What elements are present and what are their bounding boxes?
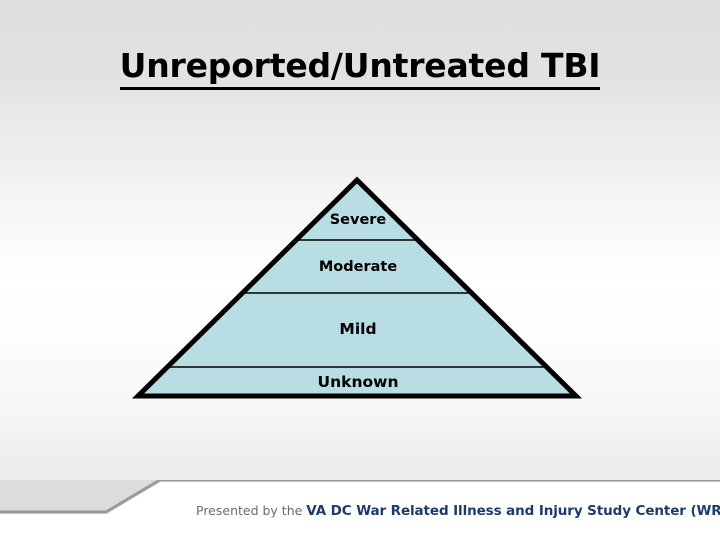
pyramid-tier-label-mild: Mild	[339, 320, 377, 338]
pyramid-outline	[131, 176, 583, 399]
footer-organization-text: VA DC War Related Illness and Injury Stu…	[306, 503, 720, 519]
pyramid-diagram: Severe Moderate Mild Unknown	[130, 172, 586, 406]
footer-shape	[0, 480, 720, 540]
page-title: Unreported/Untreated TBI	[119, 48, 601, 90]
pyramid-tier-label-moderate: Moderate	[318, 259, 398, 275]
pyramid-tier-label-unknown: Unknown	[317, 373, 399, 391]
footer-prefix-text: Presented by the	[196, 503, 307, 518]
title-block: Unreported/Untreated TBI	[0, 48, 720, 90]
footer-accent-line	[0, 480, 720, 514]
footer-credit: Presented by the VA DC War Related Illne…	[196, 503, 720, 520]
footer-white-band	[0, 482, 720, 540]
footer-wedge-fill	[0, 480, 160, 512]
pyramid-tier-label-severe: Severe	[329, 212, 387, 228]
pyramid-shape	[131, 176, 583, 399]
footer-band: Presented by the VA DC War Related Illne…	[0, 480, 720, 540]
